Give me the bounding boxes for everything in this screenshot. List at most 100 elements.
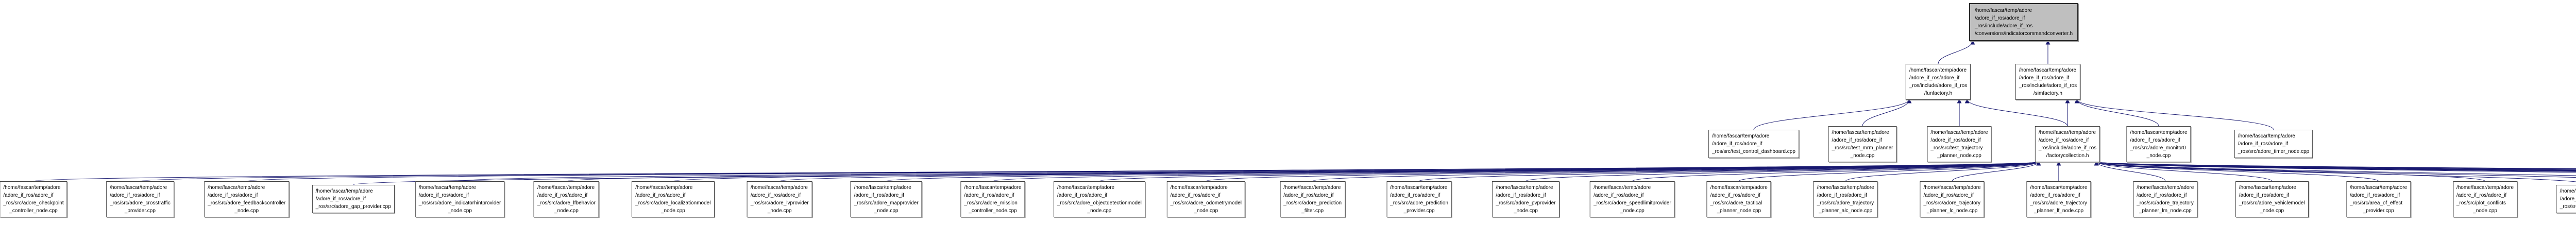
node-path-line: /home/fascar/temp/adore (2030, 185, 2088, 191)
node-path-line: _ros/src/adore_prediction (1283, 200, 1342, 206)
node-path-line: _ros/src/adore_feedbackcontroller (208, 200, 286, 206)
node-path-line: _node.cpp (1087, 208, 1112, 214)
graph-node-adore-gap-provider[interactable]: /home/fascar/temp/adore/adore_if_ros/ado… (312, 185, 395, 213)
graph-node-adore-trajectory-planner-lf[interactable]: /home/fascar/temp/adore/adore_if_ros/ado… (2026, 181, 2091, 217)
graph-node-adore-vehiclemodel[interactable]: /home/fascar/temp/adore/adore_if_ros/ado… (2235, 181, 2309, 217)
graph-node-plot-conflicts[interactable]: /home/fascar/temp/adore/adore_if_ros/ado… (2452, 181, 2518, 217)
include-edge (1312, 161, 2041, 182)
graph-node-adore-lfbehavior[interactable]: /home/fascar/temp/adore/adore_if_ros/ado… (534, 181, 599, 217)
graph-node-test-trajectory-planner[interactable]: /home/fascar/temp/adore/adore_if_ros/ado… (1927, 126, 1992, 162)
node-path-line: /adore_if_ros/adore_if (2238, 141, 2289, 147)
node-path-line: /home/fascar/temp/adore (1710, 185, 1768, 191)
graph-node-adore-prediction-provider[interactable]: /home/fascar/temp/adore/adore_if_ros/ado… (1386, 181, 1452, 217)
node-path-line: /adore_if_ros/adore_if (1712, 141, 1762, 147)
graph-node-adore-mapprovider[interactable]: /home/fascar/temp/adore/adore_if_ros/ado… (850, 181, 922, 217)
node-path-line: _ros/src/test_mrm_planner (1832, 145, 1893, 151)
node-path-line: _provider.cpp (1403, 208, 1435, 214)
graph-node-adore-mission-controller[interactable]: /home/fascar/temp/adore/adore_if_ros/ado… (960, 181, 1025, 217)
graph-node-adore-trajectory-planner-alc[interactable]: /home/fascar/temp/adore/adore_if_ros/ado… (1813, 181, 1878, 217)
graph-node-adore-prediction-filter[interactable]: /home/fascar/temp/adore/adore_if_ros/ado… (1280, 181, 1346, 217)
node-path-line: _ros/src/adore_trajectory (2137, 200, 2194, 206)
node-path-line: /home/fascar/temp/adore (2456, 185, 2514, 191)
graph-node-adore-objectdetectionmodel[interactable]: /home/fascar/temp/adore/adore_if_ros/ado… (1053, 181, 1145, 217)
node-path-line: _ros/include/adore_if_ros (2019, 83, 2077, 89)
include-edge (2095, 161, 2576, 169)
include-edge (1845, 161, 2041, 182)
node-path-line: _planner_node.cpp (1937, 153, 1981, 159)
node-path-line: _ros/src/plot_ego_node.cpp (2560, 204, 2576, 210)
graph-node-adore-trajectory-planner-lm[interactable]: /home/fascar/temp/adore/adore_if_ros/ado… (2133, 181, 2198, 217)
node-path-line: /adore_if_ros/adore_if (854, 193, 904, 198)
include-edge (2094, 161, 2576, 178)
node-path-line: _ros/src/adore_checkpoint (3, 200, 64, 206)
node-path-line: /adore_if_ros/adore_if (3, 193, 54, 198)
node-path-line: /home/fascar/temp/adore (208, 185, 265, 191)
graph-node-adore-monitor0[interactable]: /home/fascar/temp/adore/adore_if_ros/ado… (2126, 126, 2191, 162)
node-path-line: _ros/src/adore_objectdetectionmodel (1057, 200, 1142, 206)
graph-node-area-of-effect-provider[interactable]: /home/fascar/temp/adore/adore_if_ros/ado… (2346, 181, 2411, 217)
node-path-line: _ros/src/plot_conflicts (2456, 200, 2506, 206)
graph-node-adore-indicatorhintprovider[interactable]: /home/fascar/temp/adore/adore_if_ros/ado… (415, 181, 505, 217)
graph-node-simfactory[interactable]: /home/fascar/temp/adore/adore_if_ros/ado… (2015, 64, 2081, 100)
node-path-line: /home/fascar/temp/adore (964, 185, 1022, 191)
include-edge (566, 161, 2041, 182)
node-path-line: _node.cpp (2473, 208, 2497, 214)
include-edge (1738, 161, 2041, 182)
node-path-line: _ros/src/adore_trajectory (1817, 200, 1874, 206)
node-path-line: _ros/src/test_control_dashboard.cpp (1712, 149, 1795, 154)
graph-node-plot-ego[interactable]: /home/fascar/temp/adore/adore_if_ros/ado… (2556, 185, 2576, 213)
node-path-line: /home/fascar/temp/adore (1974, 8, 2032, 13)
graph-node-adore-localizationmodel[interactable]: /home/fascar/temp/adore/adore_if_ros/ado… (632, 181, 715, 217)
graph-node-adore-odometrymodel[interactable]: /home/fascar/temp/adore/adore_if_ros/ado… (1166, 181, 1245, 217)
node-path-line: /home/fascar/temp/adore (750, 185, 808, 191)
node-path-line: _ros/include/adore_if_ros (1909, 83, 1968, 89)
node-path-line: _controller_node.cpp (9, 208, 58, 214)
include-edge (2094, 161, 2576, 182)
graph-node-adore-lvprovider[interactable]: /home/fascar/temp/adore/adore_if_ros/ado… (747, 181, 812, 217)
graph-node-adore-feedbackcontroller[interactable]: /home/fascar/temp/adore/adore_if_ros/ado… (204, 181, 290, 217)
graph-node-adore-checkpoint-controller[interactable]: /home/fascar/temp/adore/adore_if_ros/ado… (0, 181, 67, 217)
include-edge (1753, 98, 1912, 130)
node-path-line: _node.cpp (1850, 153, 1875, 159)
graph-node-adore-pvprovider[interactable]: /home/fascar/temp/adore/adore_if_ros/ado… (1492, 181, 1560, 217)
include-edge (2094, 161, 2576, 170)
node-path-line: /home/fascar/temp/adore (315, 188, 373, 194)
node-path-line: /home/fascar/temp/adore (2239, 185, 2296, 191)
node-path-line: _node.cpp (874, 208, 899, 214)
graph-node-adore-tactical-planner[interactable]: /home/fascar/temp/adore/adore_if_ros/ado… (1706, 181, 1771, 217)
node-path-line: /home/fascar/temp/adore (110, 185, 167, 191)
graph-node-adore-crosstraffic-provider[interactable]: /home/fascar/temp/adore/adore_if_ros/ado… (106, 181, 174, 217)
node-path-line: /adore_if_ros/adore_if (110, 193, 160, 198)
node-path-line: /home/fascar/temp/adore (1283, 185, 1341, 191)
graph-node-adore-trajectory-planner-lc[interactable]: /home/fascar/temp/adore/adore_if_ros/ado… (1920, 181, 1985, 217)
node-path-line: /adore_if_ros/adore_if (1923, 193, 1974, 198)
node-path-line: /adore_if_ros/adore_if (2038, 137, 2089, 143)
node-path-line: /adore_if_ros/adore_if (964, 193, 1014, 198)
node-path-line: _ros/include/adore_if_ros (1974, 23, 2033, 29)
node-path-line: _node.cpp (2146, 153, 2171, 159)
graph-node-factorycollection[interactable]: /home/fascar/temp/adore/adore_if_ros/ado… (2035, 126, 2100, 162)
node-path-line: /simfactory.h (2033, 91, 2062, 96)
graph-node-test-control-dashboard[interactable]: /home/fascar/temp/adore/adore_if_ros/ado… (1708, 130, 1799, 158)
node-path-line: /adore_if_ros/adore_if (1057, 193, 1108, 198)
node-path-line: _ros/src/adore_lvprovider (750, 200, 809, 206)
node-path-line: /conversions/indicatorcommandconverter.h (1974, 31, 2073, 37)
node-path-line: /home/fascar/temp/adore (537, 185, 595, 191)
node-path-line: /home/fascar/temp/adore (1923, 185, 1981, 191)
node-path-line: _node.cpp (1620, 208, 1645, 214)
node-path-line: _ros/src/adore_trajectory (1923, 200, 1981, 206)
node-path-line: _planner_lf_node.cpp (2033, 208, 2084, 214)
node-path-line: _ros/src/adore_vehiclemodel (2239, 200, 2305, 206)
node-path-line: _ros/src/adore_odometrymodel (1170, 200, 1242, 206)
node-path-line: _planner_node.cpp (1717, 208, 1761, 214)
node-path-line: _controller_node.cpp (969, 208, 1017, 214)
node-path-line: /adore_if_ros/adore_if (1974, 15, 2025, 21)
graph-node-funfactory[interactable]: /home/fascar/temp/adore/adore_if_ros/ado… (1905, 64, 1971, 100)
node-path-line: /home/fascar/temp/adore (1712, 133, 1770, 139)
graph-node-test-mrm-planner[interactable]: /home/fascar/temp/adore/adore_if_ros/ado… (1828, 126, 1897, 162)
node-path-line: _filter.cpp (1301, 208, 1324, 214)
node-path-line: /home/fascar/temp/adore (1496, 185, 1553, 191)
graph-node-adore-timer[interactable]: /home/fascar/temp/adore/adore_if_ros/ado… (2234, 130, 2313, 158)
graph-node-adore-speedlimitprovider[interactable]: /home/fascar/temp/adore/adore_if_ros/ado… (1590, 181, 1675, 217)
node-path-line: /home/fascar/temp/adore (2560, 188, 2576, 194)
